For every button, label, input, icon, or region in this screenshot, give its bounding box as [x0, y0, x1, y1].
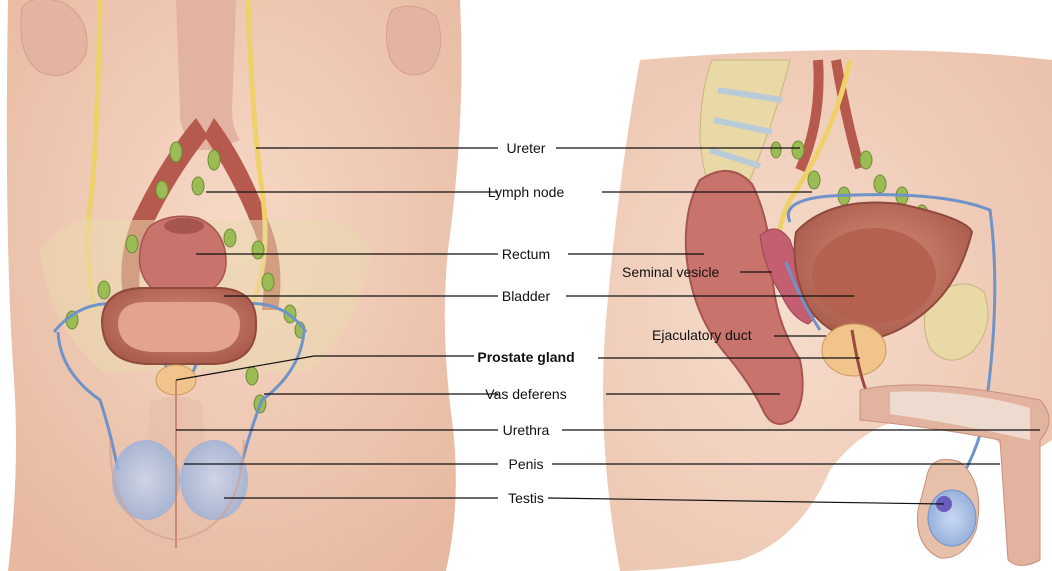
testis-front-left: [112, 440, 180, 520]
label-ureter: Ureter: [462, 140, 590, 156]
bladder-inner-side: [812, 228, 936, 324]
label-testis: Testis: [462, 490, 590, 506]
frontal-view: [7, 0, 462, 571]
label-rectum: Rectum: [462, 246, 590, 262]
sagittal-view: [603, 50, 1052, 571]
rectum-opening: [164, 218, 204, 234]
label-vas-deferens: Vas deferens: [462, 386, 590, 402]
label-bladder: Bladder: [462, 288, 590, 304]
testis-front-right: [180, 440, 248, 520]
label-prostate-gland: Prostate gland: [462, 349, 590, 365]
label-lymph-node: Lymph node: [462, 184, 590, 200]
label-seminal-vesicle: Seminal vesicle: [622, 264, 719, 280]
label-penis: Penis: [462, 456, 590, 472]
kidney-right: [386, 6, 440, 75]
bladder-wall-inner: [118, 302, 240, 352]
label-ejaculatory-duct: Ejaculatory duct: [652, 327, 752, 343]
label-urethra: Urethra: [462, 422, 590, 438]
spine-aorta: [176, 0, 240, 150]
testis-side: [928, 490, 976, 546]
